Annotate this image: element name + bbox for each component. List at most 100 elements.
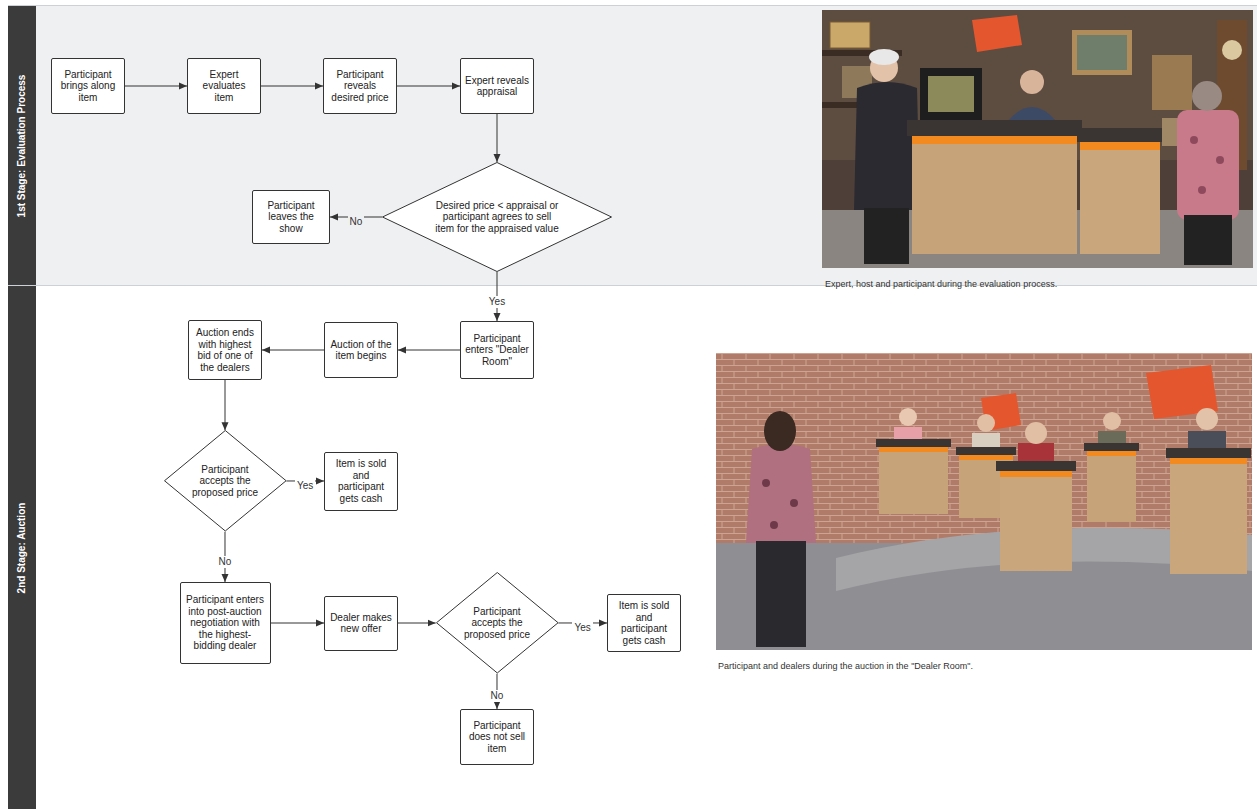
process-box: Expert reveals appraisal — [460, 58, 534, 114]
process-box: Participant brings along item — [51, 58, 125, 114]
decision-diamond: Participant accepts the proposed price — [164, 430, 287, 531]
counter-light — [912, 136, 1077, 144]
edge-label-holder: No — [217, 551, 234, 569]
desk-light — [1087, 451, 1136, 456]
participant-blouse — [746, 444, 816, 543]
dealer-head — [1025, 422, 1047, 444]
desk-body — [1170, 464, 1247, 574]
diamond-shape — [436, 573, 558, 673]
process-box: Item is sold and participant gets cash — [324, 452, 398, 511]
expert-jacket — [854, 82, 920, 210]
participant-trousers — [1184, 215, 1232, 265]
picture-frame — [1072, 30, 1132, 75]
dealer-head — [1196, 408, 1218, 430]
blouse-pattern — [762, 479, 770, 487]
process-box: Participant leaves the show — [252, 190, 330, 244]
painting — [1077, 35, 1127, 70]
process-box: Auction of the item begins — [324, 322, 398, 378]
counter-light — [1080, 142, 1160, 150]
process-label: Item is sold and participant gets cash — [612, 600, 676, 646]
process-box: Auction ends with highest bid of one of … — [188, 320, 262, 380]
dealer-body — [972, 433, 1000, 449]
participant-trousers — [756, 541, 806, 647]
desk-light — [959, 455, 1013, 460]
lane-header: 1st Stage: Evaluation Process — [8, 6, 36, 285]
decision-diamond: Desired price < appraisal or participant… — [382, 162, 612, 272]
blouse-pattern — [790, 499, 798, 507]
process-box: Dealer makes new offer — [324, 596, 398, 651]
edge-label: No — [348, 216, 365, 228]
picture-frame — [830, 22, 870, 48]
desk-top — [956, 447, 1016, 455]
process-label: Auction of the item begins — [329, 339, 393, 362]
lane-title: 2nd Stage: Auction — [16, 502, 28, 593]
landscape-painting — [928, 76, 974, 112]
process-label: Participant reveals desired price — [328, 69, 392, 104]
photo-caption: Expert, host and participant during the … — [825, 279, 1057, 289]
process-box: Participant enters "Dealer Room" — [460, 321, 534, 379]
process-box: Participant enters into post-auction neg… — [180, 582, 271, 664]
diamond-shape — [383, 163, 612, 272]
studio-photo — [822, 10, 1253, 268]
desk-light — [1170, 458, 1247, 464]
process-label: Participant leaves the show — [257, 200, 325, 235]
blurred-face — [1192, 81, 1222, 111]
expert-trousers — [864, 208, 909, 264]
blouse-pattern — [1198, 186, 1206, 194]
process-label: Participant does not sell item — [465, 720, 529, 755]
diamond-shape — [164, 431, 286, 531]
photo-caption-holder: Participant and dealers during the aucti… — [718, 655, 973, 673]
decision-label: Desired price < appraisal or participant… — [433, 200, 561, 235]
blouse-pattern — [1216, 156, 1224, 164]
edge-label-holder: No — [348, 211, 365, 229]
process-box: Expert evaluates item — [187, 58, 261, 114]
desk-light — [879, 447, 948, 452]
dealer-head — [1103, 412, 1121, 430]
process-label: Expert evaluates item — [192, 69, 256, 104]
edge-label-holder: Yes — [295, 475, 315, 493]
participant-blouse — [1177, 110, 1239, 220]
edge-label-holder: No — [489, 685, 506, 703]
lane-header: 2nd Stage: Auction — [8, 286, 36, 809]
desk-top — [1166, 448, 1251, 458]
process-box: Participant does not sell item — [460, 709, 534, 765]
desk-top — [996, 461, 1076, 471]
expert-hair — [869, 49, 899, 65]
edge-label-holder: Yes — [572, 617, 592, 635]
desk-top — [1084, 443, 1139, 451]
blouse-pattern — [770, 521, 778, 529]
desk-body — [1087, 456, 1136, 522]
framed-picture — [920, 68, 982, 120]
counter-body — [912, 144, 1077, 254]
edge-label: No — [489, 690, 506, 702]
decision-label: Participant accepts the proposed price — [187, 464, 263, 499]
edge-label: No — [217, 556, 234, 568]
desk-light — [1000, 471, 1072, 477]
counter-top — [907, 120, 1082, 136]
photo-caption: Participant and dealers during the aucti… — [718, 661, 973, 671]
process-label: Dealer makes new offer — [329, 612, 393, 635]
desk-body — [879, 452, 948, 514]
photo-ground — [822, 10, 1253, 268]
process-label: Participant enters "Dealer Room" — [465, 333, 529, 368]
show-logo — [972, 15, 1022, 52]
decision-diamond: Participant accepts the proposed price — [436, 572, 559, 673]
desk-top — [876, 439, 951, 447]
edge-label-holder: Yes — [487, 291, 507, 309]
blouse-pattern — [1190, 136, 1198, 144]
dealer-room-photo — [716, 353, 1252, 650]
process-label: Expert reveals appraisal — [465, 75, 529, 98]
dealer-head — [977, 414, 995, 432]
host-head — [1020, 70, 1044, 94]
decision-label: Participant accepts the proposed price — [459, 606, 535, 641]
host-body — [1007, 107, 1057, 122]
desk-body — [1000, 477, 1072, 571]
process-label: Item is sold and participant gets cash — [329, 458, 393, 504]
participant-hair — [764, 411, 796, 451]
process-label: Auction ends with highest bid of one of … — [193, 327, 257, 373]
edge-label: Yes — [572, 622, 592, 634]
edge-label: Yes — [295, 480, 315, 492]
counter-body — [1080, 150, 1160, 254]
lane-title: 1st Stage: Evaluation Process — [16, 74, 28, 217]
process-label: Participant enters into post-auction neg… — [185, 594, 266, 652]
